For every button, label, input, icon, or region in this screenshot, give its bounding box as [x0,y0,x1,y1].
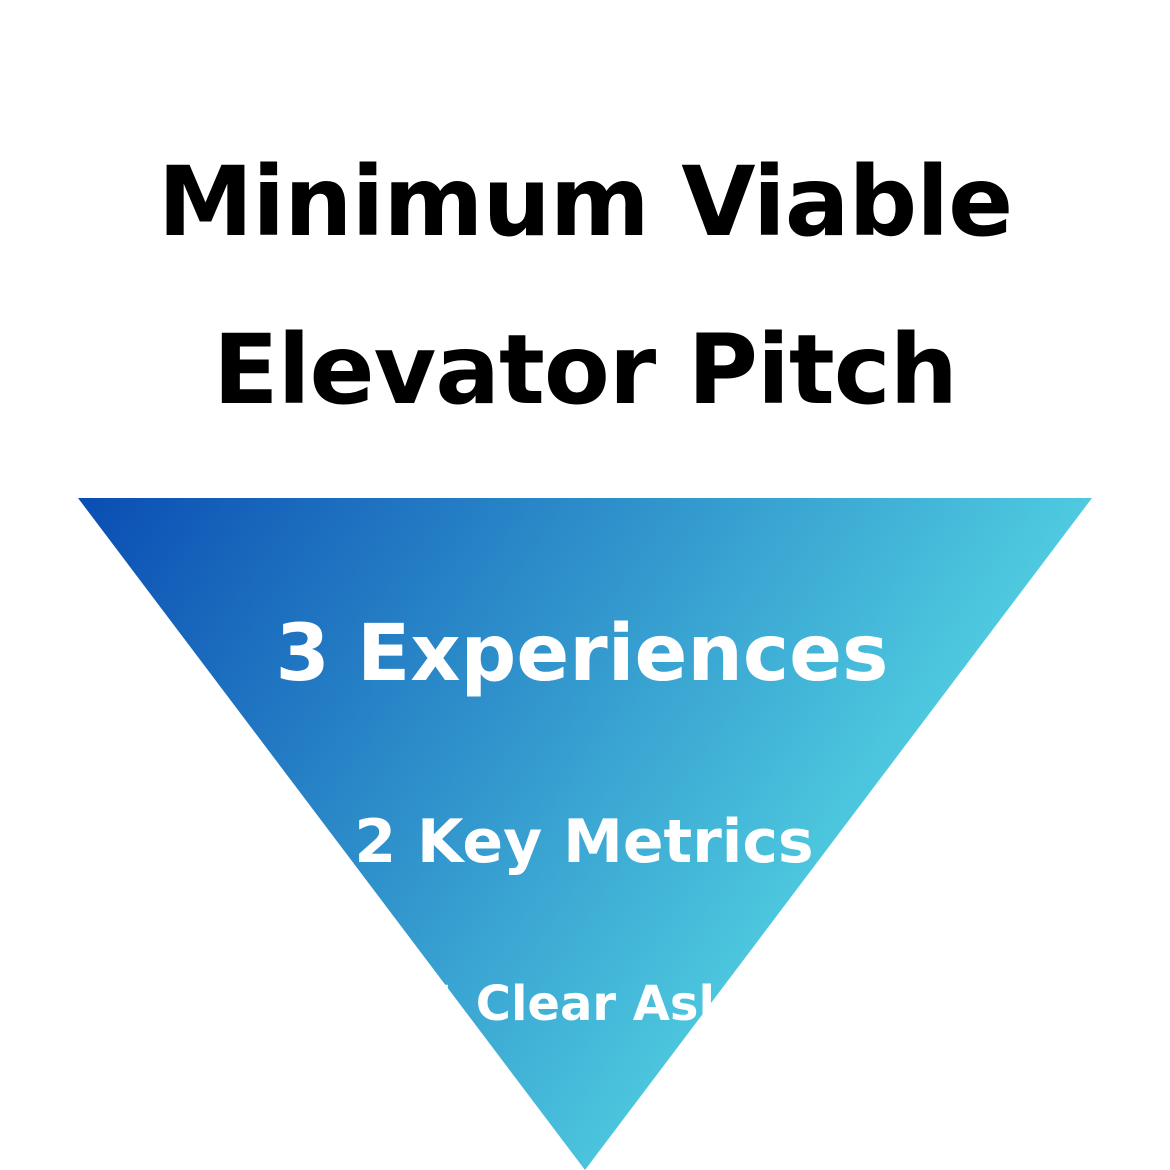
title-line-2: Elevator Pitch [213,314,958,426]
funnel-triangle [78,498,1092,1170]
funnel-level-2: 2 Key Metrics [354,807,813,877]
page-title: Minimum Viable Elevator Pitch [0,118,1170,454]
title-line-1: Minimum Viable [157,146,1014,258]
funnel-level-1: 3 Experiences [276,609,889,699]
funnel-level-3: 1 Clear Ask [426,976,732,1032]
